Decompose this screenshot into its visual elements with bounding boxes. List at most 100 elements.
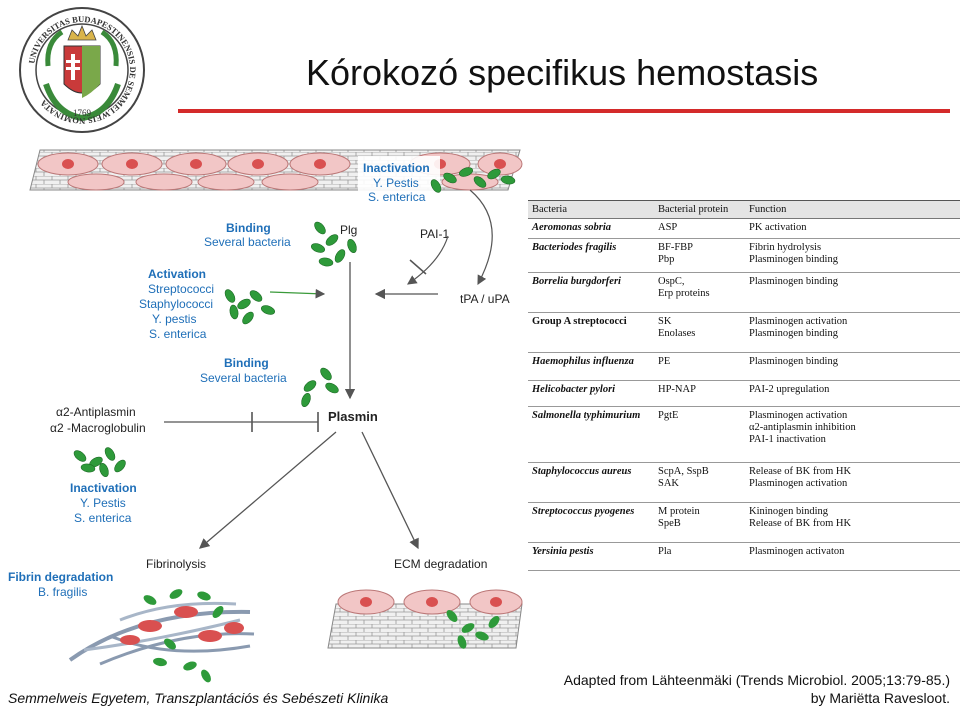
fibrin-degradation-org: B. fragilis [38,585,87,599]
protein-line: Pbp [658,254,675,265]
protein-line: SK [658,316,672,327]
plg-label: Plg [340,223,357,237]
inactivation-left-org2: S. enterica [74,511,132,525]
protein-line: HP-NAP [658,384,696,395]
inactivation-top-org1: Y. Pestis [373,176,419,190]
hemostasis-diagram: Inactivation Y. Pestis S. enterica Bindi [8,149,523,683]
binding-top-desc: Several bacteria [204,235,291,249]
university-seal-logo: 1769 UNIVERSITAS BUDAPESTINENSIS DE SEMM… [16,6,148,134]
cell-function: PAI-2 upregulation [745,380,960,407]
fibrin-mesh [68,589,255,683]
protein-line: M protein [658,506,700,517]
footer-institution: Semmelweis Egyetem, Transzplantációs és … [8,690,389,706]
endothelium-top [29,149,523,191]
function-line: Plasminogen binding [749,356,838,367]
cell-bacteria: Yersinia pestis [528,542,654,571]
table-row: Yersinia pestis Pla Plasminogen activaton [528,542,960,571]
seal-year: 1769 [73,108,92,118]
protein-line: Pla [658,546,672,557]
cell-bacteria: Helicobacter pylori [528,380,654,407]
endothelial-cells [37,152,523,191]
cell-bacteria: Bacteriodes fragilis [528,238,654,273]
author-credit: by Mariëtta Ravesloot. [810,690,950,706]
table-row: Aeromonas sobria ASP PK activation [528,218,960,239]
protein-line: PgtE [658,410,679,421]
activation-org1: Streptococci [148,282,214,296]
antiplasmin-label: α2-Antiplasmin [56,405,136,419]
cell-protein: HP-NAP [654,380,745,407]
protein-line: PE [658,356,671,367]
cell-function: Plasminogen binding [745,352,960,381]
protein-line: Erp proteins [658,288,710,299]
cell-function: PK activation [745,218,960,239]
function-line: Release of BK from HK [749,466,852,477]
activation-org2: Staphylococci [139,297,213,311]
bacteria-clusters [73,167,516,478]
fibrinolysis-label: Fibrinolysis [146,557,206,571]
citation: Adapted from Lähteenmäki (Trends Microbi… [563,672,950,688]
tpa-upa-label: tPA / uPA [460,292,510,306]
plasmin-label: Plasmin [328,409,378,424]
activation-org3: Y. pestis [152,312,196,326]
header-bacteria: Bacteria [528,200,654,219]
bacteria-table: Bacteria Bacterial protein Function Aero… [528,200,960,578]
cell-protein: PgtE [654,406,745,463]
protein-line: ScpA, SspB [658,466,709,477]
header-protein: Bacterial protein [654,200,745,219]
protein-line: ASP [658,222,678,233]
function-line: Plasminogen activation [749,410,848,421]
inactivation-top-org2: S. enterica [368,190,426,204]
protein-line: BF-FBP [658,242,694,253]
cell-bacteria: Staphylococcus aureus [528,462,654,503]
cell-bacteria: Group A streptococci [528,312,654,353]
fibrin-degradation-title: Fibrin degradation [8,570,113,584]
function-line: Kininogen binding [749,506,829,517]
cell-bacteria: Streptococcus pyogenes [528,502,654,543]
table-header-row: Bacteria Bacterial protein Function [528,200,960,219]
function-line: Plasminogen activation [749,478,848,489]
function-line: Fibrin hydrolysis [749,242,822,253]
pai1-label: PAI-1 [420,227,449,241]
cell-protein: OspC,Erp proteins [654,272,745,313]
activation-title: Activation [148,267,206,281]
function-line: Plasminogen binding [749,254,838,265]
slide-title: Kórokozó specifikus hemostasis [306,52,819,93]
inactivation-left-org1: Y. Pestis [80,496,126,510]
cell-protein: Pla [654,542,745,571]
binding-mid-title: Binding [224,356,269,370]
function-line: α2-antiplasmin inhibition [749,422,856,433]
title-divider [178,109,950,113]
function-line: PAI-1 inactivation [749,434,826,445]
cell-bacteria: Aeromonas sobria [528,218,654,239]
cell-function: Plasminogen activaton [745,542,960,571]
inactivation-top-title: Inactivation [363,161,430,175]
function-line: Plasminogen binding [749,328,838,339]
function-line: PAI-2 upregulation [749,384,830,395]
protein-line: SAK [658,478,680,489]
ecm-degradation-label: ECM degradation [394,557,487,571]
macroglobulin-label: α2 -Macroglobulin [50,421,146,435]
endothelium-bottom [327,589,523,649]
header-function: Function [745,200,960,219]
activation-org4: S. enterica [149,327,207,341]
cell-protein: ASP [654,218,745,239]
cell-bacteria: Salmonella typhimurium [528,406,654,463]
cell-bacteria: Borrelia burgdorferi [528,272,654,313]
cell-function: Plasminogen binding [745,272,960,313]
protein-line: OspC, [658,276,685,287]
inactivation-left-title: Inactivation [70,481,137,495]
